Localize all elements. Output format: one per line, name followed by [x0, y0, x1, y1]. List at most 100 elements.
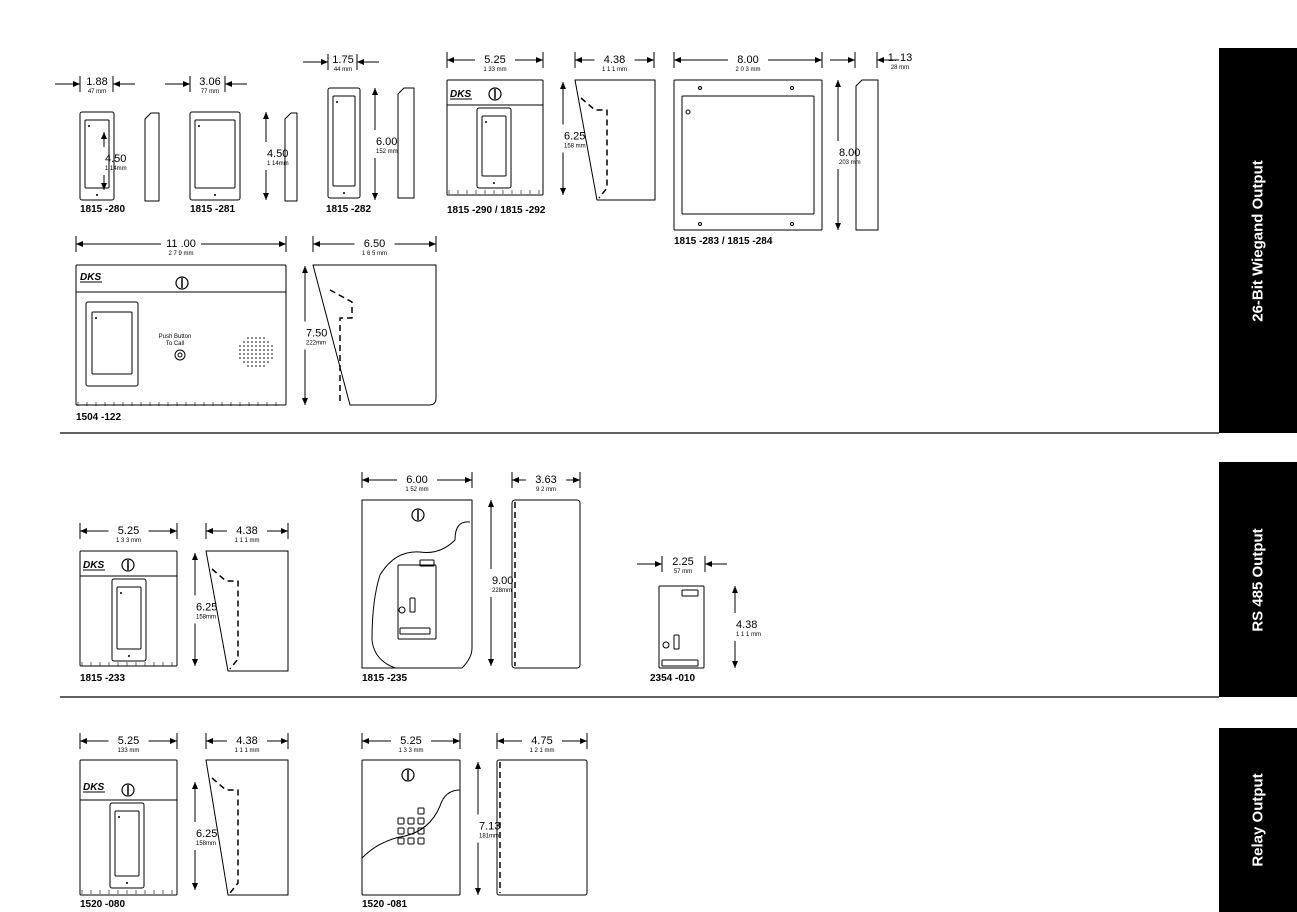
model-2354-010: 2354 -010: [650, 673, 695, 684]
speaker-grille-dot: [251, 337, 253, 339]
dks-logo-290: DKS: [450, 89, 471, 100]
speaker-grille-dot: [263, 365, 265, 367]
dim-283-width-arrowhead: [815, 57, 822, 63]
dim-233-width-arrowhead: [80, 528, 87, 534]
dim-080-height-mm-value: 158mm: [196, 841, 216, 847]
dim-283-height-arrowhead: [835, 80, 841, 87]
keypad-key: [397, 817, 405, 825]
dks-logo-080: DKS: [83, 782, 104, 793]
speaker-grille-dot: [239, 345, 241, 347]
dim-282-width-mm-value: 44 mm: [334, 67, 352, 73]
reader-1520-080-window: [114, 810, 140, 877]
section-bar-relay: Relay Output: [1219, 728, 1297, 912]
speaker-grille-dot: [255, 353, 257, 355]
dim-233-depth-arrowhead: [206, 528, 213, 534]
speaker-grille-dot: [255, 341, 257, 343]
dim-235-width-value: 6.00: [406, 474, 427, 486]
reader-1815-280: [79, 111, 115, 201]
dim-081-depth-arrowhead: [497, 738, 504, 744]
dim-080-width-arrowhead: [170, 738, 177, 744]
dim-290-depth-arrowhead: [575, 57, 582, 63]
dim-080-height-arrowhead: [192, 782, 198, 789]
dim-283-depth-mm-value: 28 mm: [891, 65, 909, 71]
dim-281-height-arrowhead: [263, 193, 269, 200]
reader-led: [95, 317, 97, 319]
dim-235-width-arrowhead: [362, 477, 369, 483]
reader-led: [485, 121, 487, 123]
mounting-hole: [698, 86, 702, 90]
speaker-grille-dot: [243, 361, 245, 363]
reader-1815-282-window: [332, 95, 356, 187]
lock-icon-081: [401, 768, 415, 782]
reader-1504-122-window: [91, 311, 133, 375]
dim-281-width-mm-value: 77 mm: [201, 89, 219, 95]
dim-282-height-arrowhead: [372, 193, 378, 200]
dim-280-width-arrowhead: [113, 81, 120, 87]
dim-280-height-arrowhead: [101, 183, 107, 190]
dim-283-height-mm-value: 203 mm: [839, 160, 861, 166]
dim-235-height-arrowhead: [488, 500, 494, 507]
dim-080-depth-mm-value: 1 1 1 mm: [234, 748, 259, 754]
dim-283-depth-arrowhead: [848, 57, 855, 63]
dim-235-height-mm-value: 228mm: [492, 588, 512, 594]
dim-280-width-value: 1.88: [86, 76, 107, 88]
dim-1504-depth-mm-value: 1 6 5 mm: [362, 251, 387, 257]
dim-233-height-value: 6.25: [196, 602, 217, 614]
speaker-grille-dot: [255, 349, 257, 351]
dim-290-depth-mm-value: 1 1 1 mm: [602, 67, 627, 73]
speaker-grille-dot: [263, 353, 265, 355]
speaker-grille-dot: [267, 341, 269, 343]
speaker-grille-dot: [247, 345, 249, 347]
speaker-grille-dot: [255, 365, 257, 367]
dim-081-height-arrowhead: [475, 888, 481, 895]
reader-1815-280-window: [84, 119, 110, 189]
dim-280-height-arrowhead: [101, 132, 107, 139]
dim-080-width-mm-value: 133 mm: [118, 748, 140, 754]
speaker-grille-dot: [243, 345, 245, 347]
model-1815-280: 1815 -280: [80, 204, 125, 215]
dim-283-width-arrowhead: [674, 57, 681, 63]
speaker-grille-dot: [251, 357, 253, 359]
side-view-1520-081: [496, 759, 588, 896]
dim-1504-depth-value: 6.50: [364, 238, 385, 250]
speaker-grille-dot: [239, 353, 241, 355]
side-1815-283: [855, 79, 879, 231]
dim-290-width-arrowhead: [536, 57, 543, 63]
dim-283-height-arrowhead: [835, 223, 841, 230]
dim-281-width-arrowhead: [183, 81, 190, 87]
dim-080-width-arrowhead: [80, 738, 87, 744]
reader-led: [88, 125, 90, 127]
dim-233-width-arrowhead: [170, 528, 177, 534]
dim-290-width-value: 5.25: [484, 54, 505, 66]
speaker-grille-dot: [271, 345, 273, 347]
circuit-board-2354-010: [658, 585, 705, 669]
lock-icon-233: [121, 558, 135, 572]
reader-1815-290: [476, 107, 512, 189]
dim-281-width-value: 3.06: [199, 76, 220, 88]
dim-081-width-mm-value: 1 3 3 mm: [398, 748, 423, 754]
keypad-key: [417, 837, 425, 845]
side-view-1504-122: [312, 264, 437, 406]
housing-1520-080: [79, 759, 178, 896]
dim-081-width-arrowhead: [453, 738, 460, 744]
model-1504-122: 1504 -122: [76, 412, 121, 423]
speaker-grille-dot: [247, 357, 249, 359]
dks-logo-1504: DKS: [80, 272, 101, 283]
dim-282-width-value: 1.75: [332, 54, 353, 66]
speaker-grille-dot: [251, 345, 253, 347]
model-1520-080: 1520 -080: [80, 899, 125, 910]
dim-281-width-arrowhead: [225, 81, 232, 87]
dim-280-width-arrowhead: [73, 81, 80, 87]
dim-281-height-mm-value: 1 14mm: [267, 161, 289, 167]
dim-290-width-mm-value: 1 33 mm: [483, 67, 506, 73]
reader-led: [198, 125, 200, 127]
model-1520-081: 1520 -081: [362, 899, 407, 910]
mounting-hole: [790, 86, 794, 90]
housing-1520-081: [361, 759, 461, 896]
board-connector: [419, 559, 435, 567]
side-1815-281: [284, 112, 298, 202]
dim-080-depth-arrowhead: [206, 738, 213, 744]
speaker-grille-dot: [259, 345, 261, 347]
wedge-side-1815-290: [574, 79, 656, 201]
